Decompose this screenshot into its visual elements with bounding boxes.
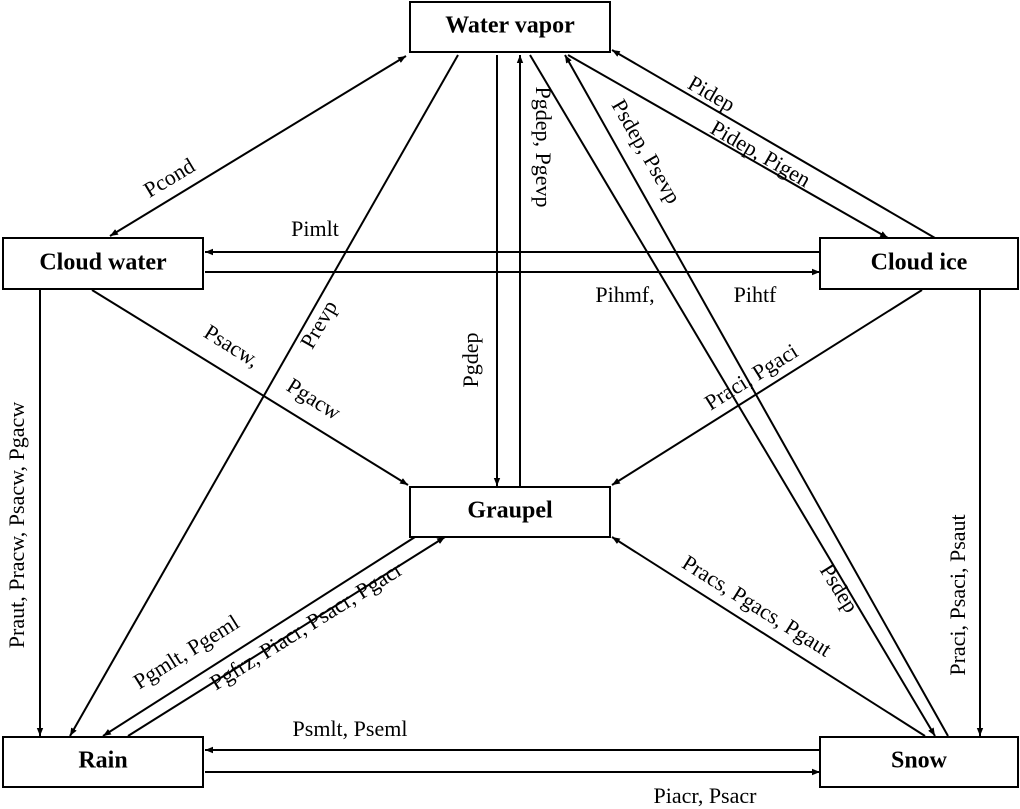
arrow-psdep-psevp (564, 54, 949, 737)
arrow-praci-pgaci (611, 289, 923, 486)
node-rain: Rain (2, 736, 204, 788)
label-pgdep: Pgdep (458, 333, 483, 388)
arrow-pracs-group (611, 536, 926, 737)
node-snow: Snow (819, 736, 1019, 788)
node-rain-label: Rain (78, 748, 127, 774)
label-pracs-group: Pracs, Pgacs, Pgaut (678, 550, 836, 662)
node-cloud-water: Cloud water (2, 237, 204, 290)
arrow-pidep (611, 49, 936, 239)
node-water-vapor: Water vapor (409, 1, 611, 53)
label-psacw: Psacw, (200, 319, 264, 372)
node-graupel-label: Graupel (467, 498, 553, 524)
label-prevp: Prevp (295, 296, 342, 353)
label-praci-pgaci: Praci, Pgaci (700, 338, 802, 415)
label-pidep: Pidep (684, 70, 740, 117)
arrow-psdep (529, 54, 936, 737)
arrow-pcond (109, 55, 407, 237)
label-piacr-psacr: Piacr, Psacr (654, 783, 758, 808)
label-pgacw: Pgacw (282, 372, 345, 424)
label-pihmf: Pihmf, (595, 282, 654, 307)
arrow-pgfrz-group (127, 536, 446, 737)
label-pgdep-pgevp: Pgdep, Pgevp (531, 87, 556, 208)
node-water-vapor-label: Water vapor (445, 13, 575, 39)
label-praut-group: Praut, Pracw, Psacw, Pgacw (4, 402, 29, 649)
label-pidep-pigen: Pidep, Pigen (706, 115, 815, 192)
node-cloud-ice: Cloud ice (819, 237, 1019, 290)
label-pcond: Pcond (139, 153, 199, 203)
node-graupel: Graupel (409, 486, 611, 538)
node-cloud-water-label: Cloud water (39, 250, 167, 276)
label-psdep: Psdep (815, 559, 864, 617)
label-pimlt: Pimlt (291, 216, 339, 241)
arrow-pidep-pigen (567, 54, 889, 239)
arrow-psacw-pgacw (91, 289, 409, 486)
arrow-pgmlt-pgeml (102, 536, 416, 737)
node-cloud-ice-label: Cloud ice (871, 250, 968, 276)
label-praci-psaci-psaut: Praci, Psaci, Psaut (945, 514, 970, 675)
label-psmlt-pseml: Psmlt, Pseml (293, 716, 408, 741)
label-pihtf: Pihtf (734, 282, 777, 307)
node-snow-label: Snow (891, 748, 948, 774)
